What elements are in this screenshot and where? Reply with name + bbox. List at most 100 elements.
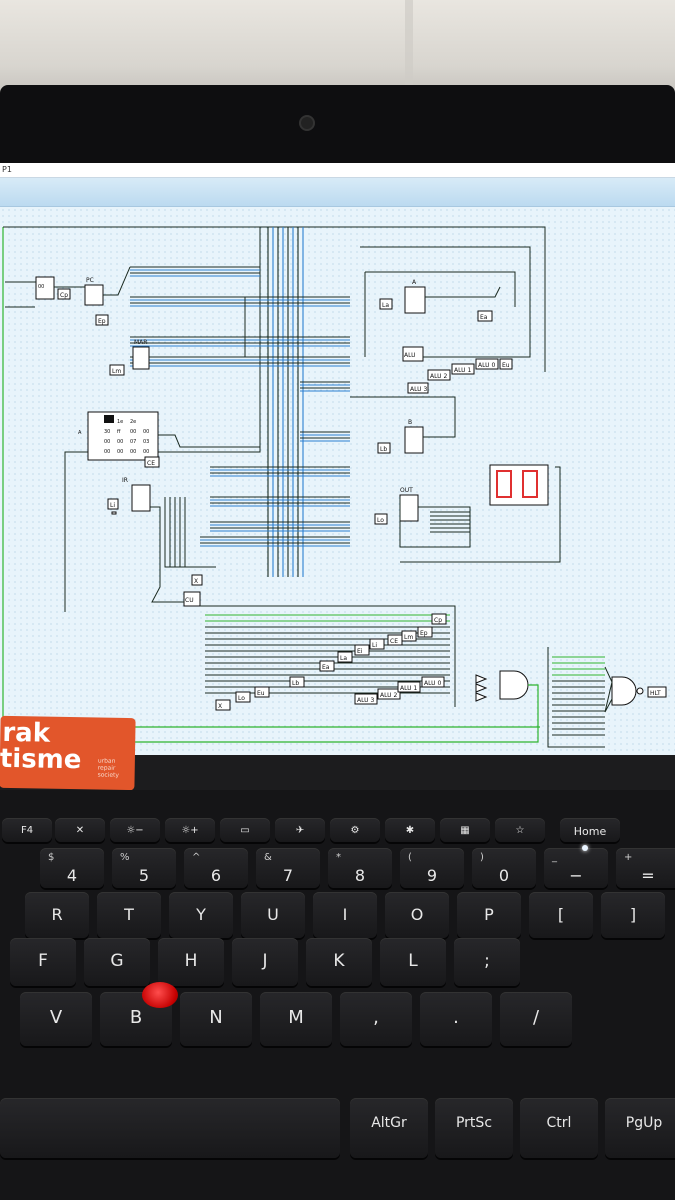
matrix-control: X — [218, 703, 222, 710]
letter-key[interactable]: R — [25, 892, 89, 938]
letter-key[interactable]: Y — [169, 892, 233, 938]
letter-key-label: , — [373, 1007, 379, 1029]
letter-key-label: L — [408, 951, 418, 972]
matrix-alu3: ALU 3 — [357, 697, 374, 704]
matrix-control: CE — [390, 638, 398, 645]
number-key-alt-label: ^ — [192, 852, 201, 863]
letter-key[interactable]: I — [313, 892, 377, 938]
modifier-key[interactable]: Ctrl — [520, 1098, 598, 1158]
cu-bus — [184, 497, 216, 568]
letter-key[interactable]: V — [20, 992, 92, 1046]
fn-key-label: ✕ — [75, 824, 85, 836]
letter-key[interactable]: U — [241, 892, 305, 938]
number-key[interactable]: 8* — [328, 848, 392, 888]
number-key-alt-label: ) — [480, 852, 484, 863]
pc-register — [84, 284, 104, 306]
matrix-control: La — [340, 655, 347, 662]
alu0-control-box — [475, 358, 499, 370]
wire — [103, 266, 131, 296]
fn-key[interactable]: ☼− — [110, 818, 160, 842]
fn-key[interactable]: ▭ — [220, 818, 270, 842]
letter-key-label: N — [209, 1007, 223, 1029]
out-label: OUT — [400, 487, 413, 494]
matrix-control: Ei — [357, 648, 363, 655]
modifier-key[interactable]: PgUp — [605, 1098, 675, 1158]
display-digit — [496, 470, 512, 498]
circuit-diagram[interactable]: 00PCCpEpMARLmA1d1e2e30ff0000000007030000… — [0, 207, 675, 755]
number-key[interactable]: 7& — [256, 848, 320, 888]
fn-key-label: ▭ — [240, 824, 250, 836]
letter-key[interactable]: H — [158, 938, 224, 986]
number-key-label: 8 — [354, 866, 366, 885]
letter-key[interactable]: ; — [454, 938, 520, 986]
number-key[interactable]: 4$ — [40, 848, 104, 888]
a-label: A — [412, 279, 417, 286]
matrix-control: Lm — [404, 634, 413, 641]
letter-key[interactable]: B — [100, 992, 172, 1046]
number-key[interactable]: 5% — [112, 848, 176, 888]
status-led — [582, 845, 588, 851]
circuit-canvas[interactable]: 00PCCpEpMARLmA1d1e2e30ff0000000007030000… — [0, 207, 675, 755]
letter-key[interactable]: ] — [601, 892, 665, 938]
number-key[interactable]: −_ — [544, 848, 608, 888]
number-key[interactable]: 0) — [472, 848, 536, 888]
letter-key[interactable]: P — [457, 892, 521, 938]
matrix-control-box — [337, 651, 353, 663]
fn-key[interactable]: Home — [560, 818, 620, 842]
ram-cell: 1e — [117, 419, 123, 425]
inverter-gate — [475, 674, 488, 684]
letter-key-label: F — [38, 951, 48, 972]
lb-control: Lb — [380, 446, 387, 453]
fn-key[interactable]: ☼+ — [165, 818, 215, 842]
letter-key[interactable]: J — [232, 938, 298, 986]
matrix-control: Lo — [238, 695, 245, 702]
letter-key-label: G — [110, 951, 124, 972]
fn-key[interactable]: ✈ — [275, 818, 325, 842]
ea-control-box — [477, 310, 493, 322]
ea-control: Ea — [480, 314, 488, 321]
fn-key[interactable]: ✕ — [55, 818, 105, 842]
b-label: B — [408, 419, 412, 426]
li-control: Li — [110, 502, 115, 509]
toolbar[interactable] — [0, 178, 675, 207]
letter-key[interactable]: K — [306, 938, 372, 986]
frame-wire-active — [2, 227, 540, 728]
fn-key[interactable]: ✱ — [385, 818, 435, 842]
number-key[interactable]: 6^ — [184, 848, 248, 888]
letter-key[interactable]: N — [180, 992, 252, 1046]
letter-key[interactable]: . — [420, 992, 492, 1046]
space-bar[interactable] — [0, 1098, 340, 1158]
letter-key-label: B — [129, 1007, 143, 1029]
number-key-label: − — [569, 866, 583, 885]
modifier-key[interactable]: AltGr — [350, 1098, 428, 1158]
pc-left-register — [35, 276, 55, 300]
modifier-key[interactable]: PrtSc — [435, 1098, 513, 1158]
trackpoint[interactable] — [142, 982, 178, 1008]
la-control: La — [382, 302, 389, 309]
letter-key[interactable]: T — [97, 892, 161, 938]
letter-key[interactable]: [ — [529, 892, 593, 938]
number-key[interactable]: =+ — [616, 848, 675, 888]
number-key-alt-label: + — [624, 852, 633, 863]
wire — [350, 396, 456, 438]
number-key[interactable]: 9( — [400, 848, 464, 888]
cp-control: Cp — [60, 292, 68, 299]
fn-key[interactable]: ▦ — [440, 818, 490, 842]
fn-key[interactable]: ☆ — [495, 818, 545, 842]
letter-key[interactable]: G — [84, 938, 150, 986]
number-key-label: 6 — [210, 866, 222, 885]
letter-key-label: [ — [557, 904, 565, 924]
letter-key[interactable]: O — [385, 892, 449, 938]
fn-key[interactable]: ⚙ — [330, 818, 380, 842]
letter-key[interactable]: F — [10, 938, 76, 986]
fn-key-label: ▦ — [460, 824, 470, 836]
letter-key[interactable]: , — [340, 992, 412, 1046]
pc-label: PC — [86, 277, 94, 284]
webcam — [299, 115, 315, 131]
letter-key[interactable]: M — [260, 992, 332, 1046]
sticker-line1: rak — [2, 717, 51, 749]
fn-key[interactable]: F4 — [2, 818, 52, 842]
letter-key[interactable]: L — [380, 938, 446, 986]
ram-cell: 00 — [143, 429, 149, 435]
letter-key[interactable]: / — [500, 992, 572, 1046]
